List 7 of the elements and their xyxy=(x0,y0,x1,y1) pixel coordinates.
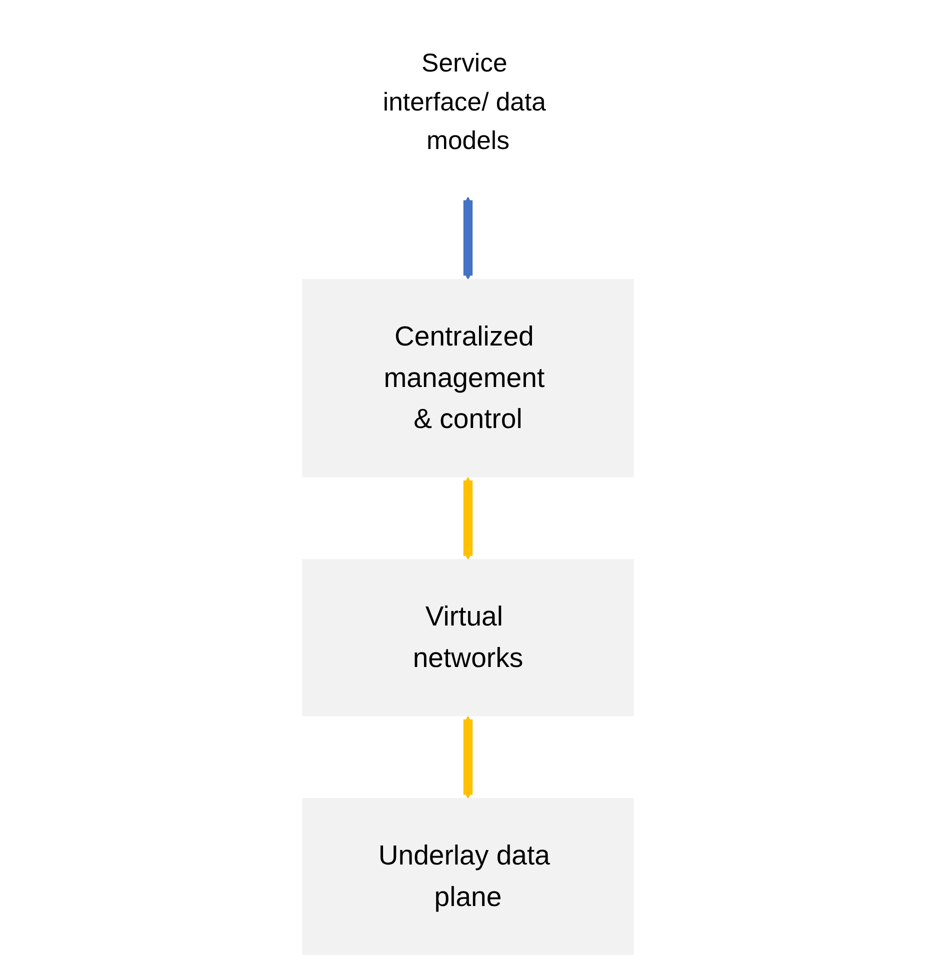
arrow xyxy=(463,476,473,560)
node-text: Service interface/ data models xyxy=(382,48,546,154)
arrow xyxy=(463,196,473,280)
arrow xyxy=(463,716,473,799)
node-box: Underlay data plane xyxy=(302,798,634,956)
node-box: Virtual networks xyxy=(302,559,634,716)
node-box: Centralized management & control xyxy=(302,278,634,478)
